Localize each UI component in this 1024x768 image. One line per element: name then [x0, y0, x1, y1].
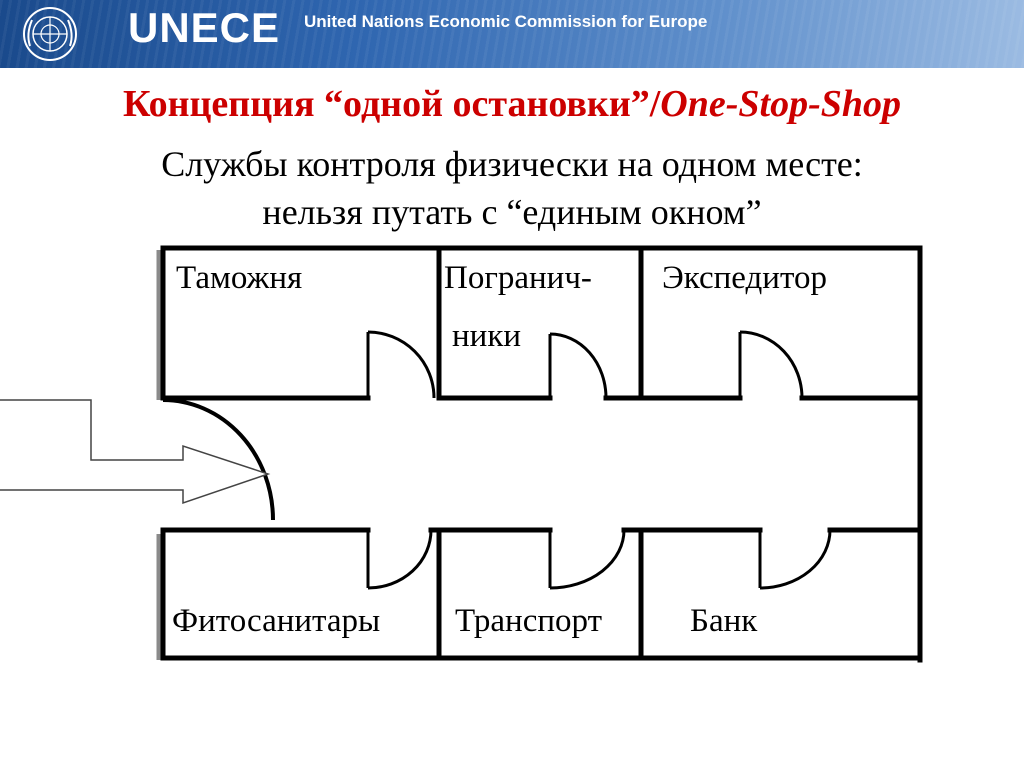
- door-bank: [758, 529, 832, 590]
- doors: [162, 330, 832, 590]
- slide-title: Концепция “одной остановки”/One-Stop-Sho…: [0, 82, 1024, 126]
- title-english: One-Stop-Shop: [660, 83, 901, 125]
- subtitle-line-2: нельзя путать с “единым окном”: [262, 192, 762, 232]
- door-forwarder: [738, 330, 804, 399]
- door-phyto: [366, 529, 433, 590]
- slide-subtitle: Службы контроля физически на одном месте…: [0, 140, 1024, 236]
- room-label-border-line-2: ники: [452, 318, 522, 354]
- room-label-forwarder: Экспедитор: [662, 260, 827, 296]
- room-label-border-line-1: Погранич-: [444, 260, 592, 296]
- header-banner: UNECE United Nations Economic Commission…: [0, 0, 1024, 68]
- room-label-customs: Таможня: [176, 260, 303, 296]
- door-entrance: [162, 398, 275, 521]
- entrance-arrow-icon: [0, 399, 271, 505]
- door-customs: [366, 330, 436, 399]
- banner-texture: [0, 0, 1024, 68]
- subtitle-line-1: Службы контроля физически на одном месте…: [161, 144, 863, 184]
- org-full-name: United Nations Economic Commission for E…: [304, 12, 708, 31]
- org-acronym: UNECE: [128, 4, 281, 51]
- room-label-bank: Банк: [690, 603, 758, 639]
- building-walls: [160, 245, 923, 663]
- room-label-transport: Транспорт: [455, 603, 603, 639]
- door-border: [548, 332, 608, 399]
- title-russian: Концепция “одной остановки”/: [122, 83, 661, 125]
- door-transport: [548, 529, 626, 590]
- room-label-phyto: Фитосанитары: [172, 603, 381, 639]
- un-emblem-icon: [23, 7, 77, 61]
